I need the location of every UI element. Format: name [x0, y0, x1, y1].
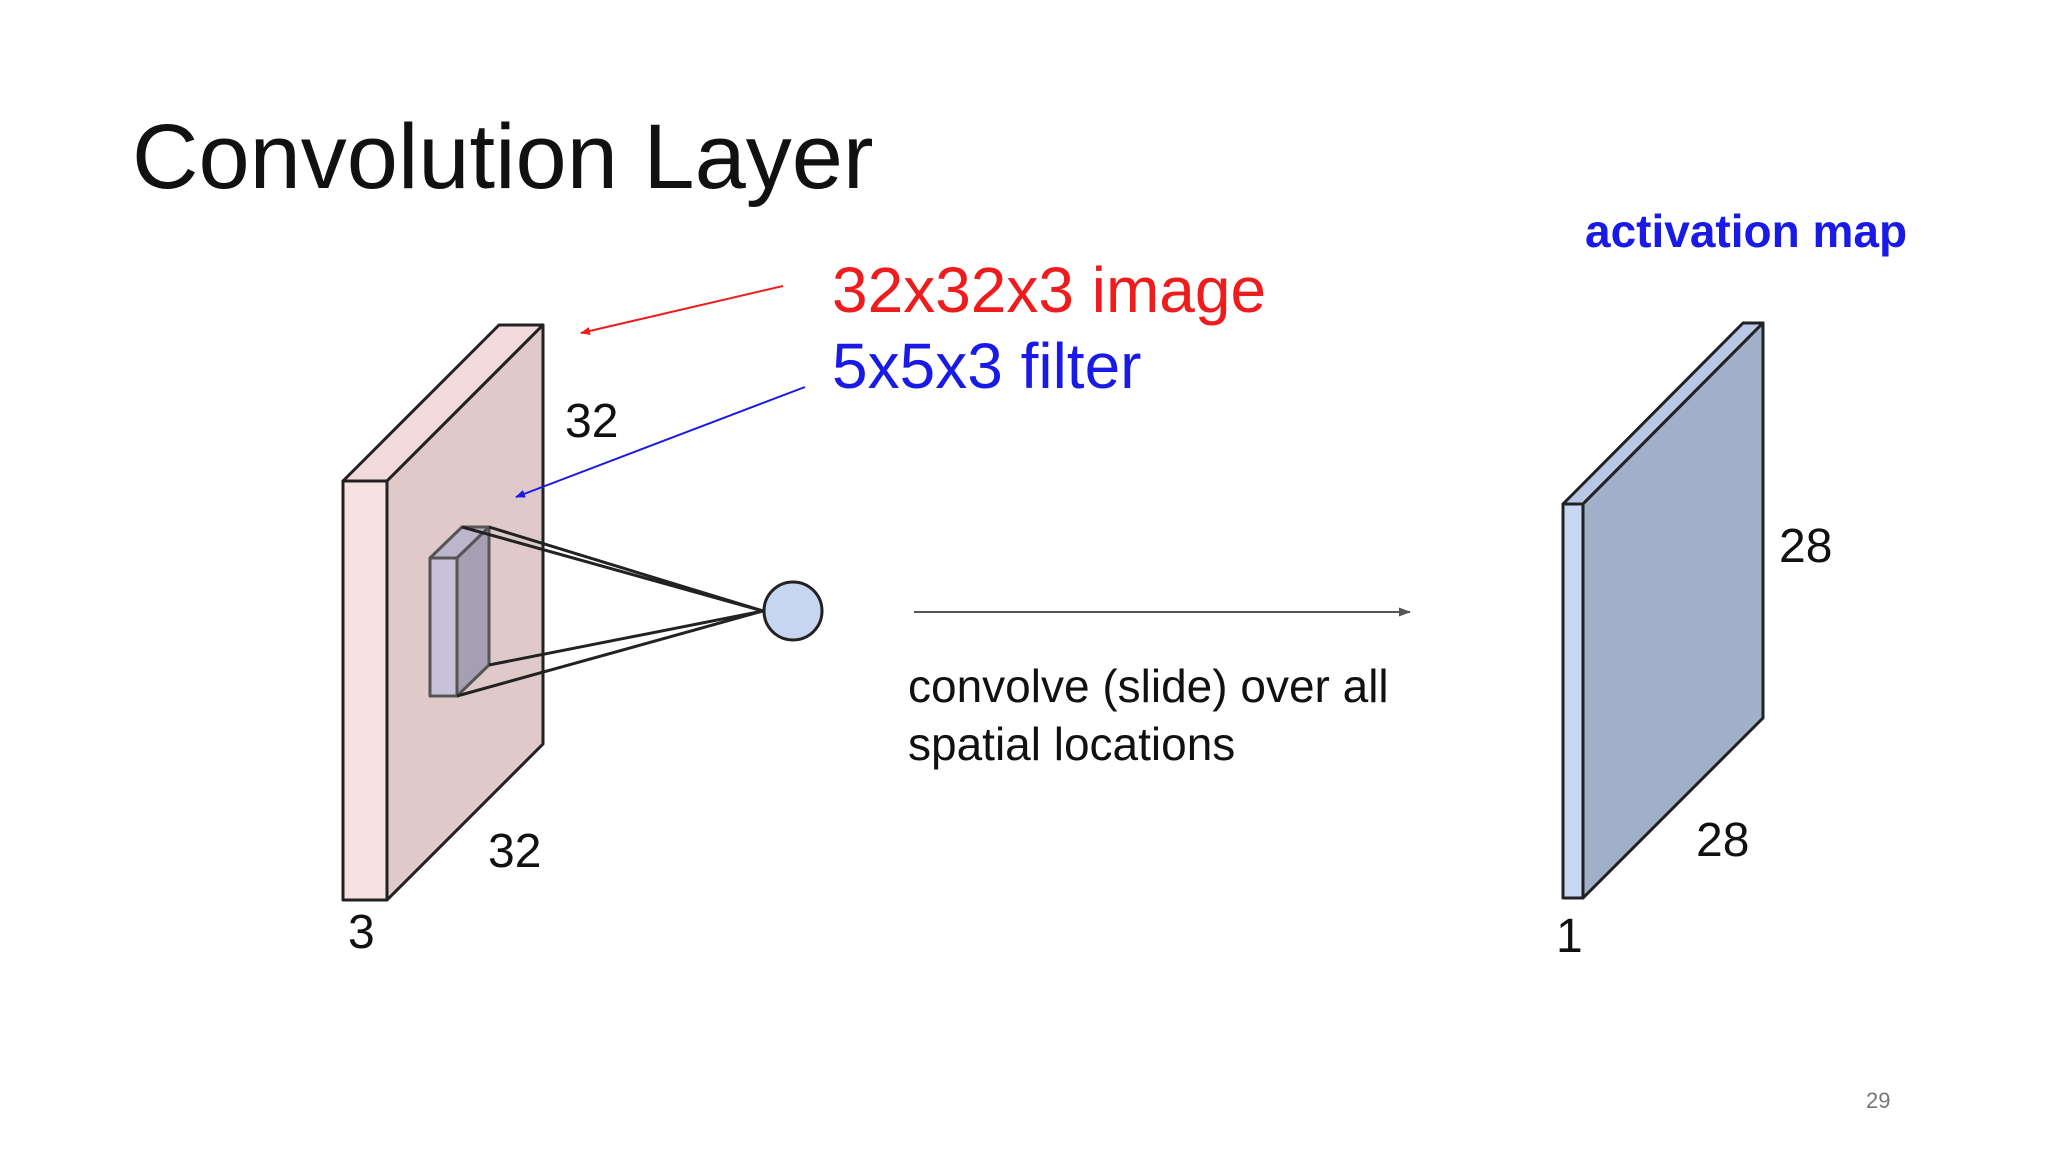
- output-neuron: [762, 580, 824, 642]
- connection-line: [488, 609, 764, 667]
- convolve-caption-line1: convolve (slide) over all: [908, 660, 1389, 712]
- filter-front-face: [428, 556, 459, 698]
- filter-pointer-arrow: [515, 386, 806, 498]
- page-number: 29: [1866, 1088, 1890, 1113]
- activation-map-depth-label: 1: [1556, 910, 1583, 963]
- input-width-label: 32: [488, 825, 541, 878]
- slide-title: Convolution Layer: [132, 106, 874, 208]
- activation-map-height-label: 28: [1779, 520, 1832, 573]
- activation-map-front-face: [1561, 502, 1585, 900]
- activation-map-title: activation map: [1585, 205, 1907, 257]
- convolve-caption-line2: spatial locations: [908, 718, 1235, 770]
- filter-side-face: [455, 525, 491, 698]
- connection-line: [488, 525, 764, 613]
- input-volume-front-face: [341, 479, 389, 902]
- image-pointer-arrow: [580, 285, 784, 335]
- filter-volume: [428, 525, 491, 698]
- image-caption: 32x32x3 image: [832, 254, 1266, 326]
- input-height-label: 32: [565, 395, 618, 448]
- filter-to-neuron-connections: [456, 525, 764, 698]
- activation-map-volume: [1561, 321, 1765, 900]
- activation-map-width-label: 28: [1696, 814, 1749, 867]
- input-depth-label: 3: [348, 906, 375, 959]
- filter-caption: 5x5x3 filter: [832, 330, 1141, 402]
- connection-line: [456, 609, 764, 698]
